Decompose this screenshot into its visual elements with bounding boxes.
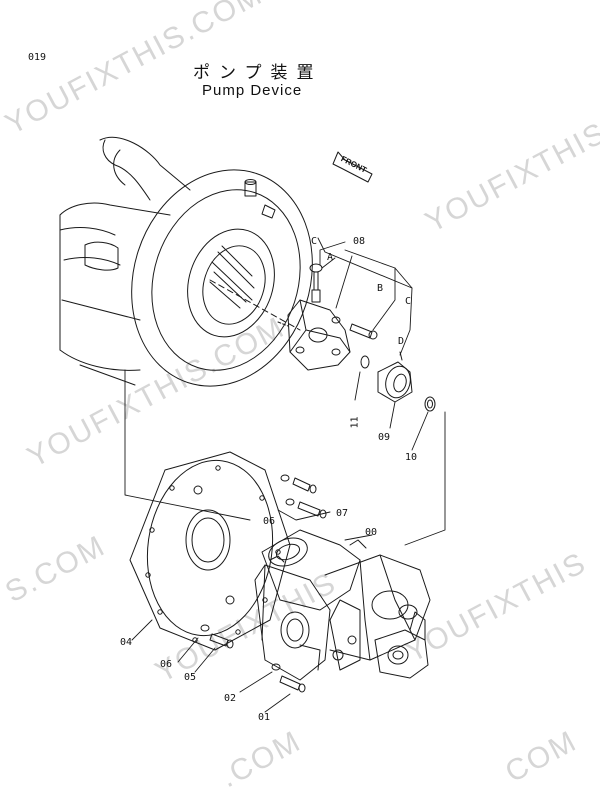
title-japanese: ポンプ装置 <box>193 63 323 83</box>
callout-label: 02 <box>224 693 237 704</box>
callout-label: 06 <box>263 516 276 527</box>
callout-leaders <box>124 237 446 546</box>
callout-label: 04 <box>120 637 133 648</box>
callout-label: 00 <box>365 527 378 538</box>
callout-label: A <box>327 252 334 263</box>
callout-label: D <box>398 336 405 347</box>
flywheel-flange <box>131 169 313 387</box>
callout-label: C <box>311 236 318 247</box>
callout-label: 08 <box>353 236 366 247</box>
front-arrow-icon <box>332 151 373 183</box>
bolts-05 <box>131 619 306 713</box>
hub-assembly <box>360 351 436 412</box>
bolts-07 <box>277 474 331 521</box>
callout-label: 01 <box>258 712 271 723</box>
callout-label: B <box>377 283 384 294</box>
callout-label: C <box>405 296 412 307</box>
title-english: Pump Device <box>202 82 303 99</box>
exploded-parts-diagram <box>59 136 446 713</box>
callout-label: 07 <box>336 508 349 519</box>
callout-label: 05 <box>184 672 197 683</box>
callout-label: 10 <box>405 452 418 463</box>
centerline <box>209 279 301 331</box>
callout-label: 11 <box>349 416 361 429</box>
main-pump <box>254 529 431 681</box>
adapter-plate <box>129 451 291 651</box>
page-number: 019 <box>28 52 47 63</box>
coupling-assembly <box>277 263 378 371</box>
callout-label: 09 <box>378 432 391 443</box>
engine-housing <box>59 136 313 387</box>
callout-label: 06 <box>160 659 173 670</box>
